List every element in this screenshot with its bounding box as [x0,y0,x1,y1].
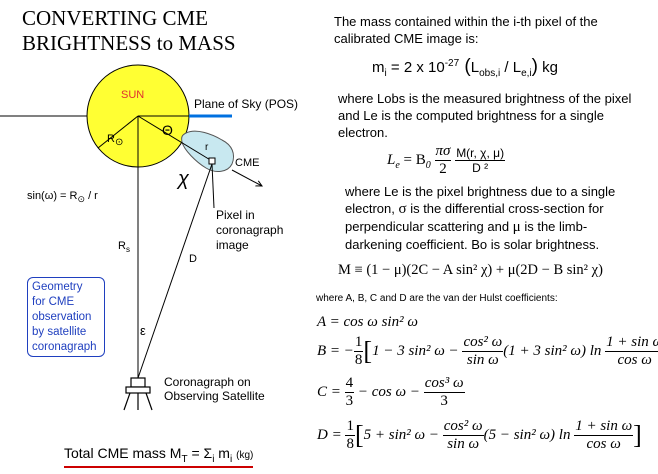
mass-equation: mi = 2 x 10-27 (Lobs,i / Le,i) kg [372,56,558,79]
theta-label: Θ [162,122,173,138]
title-line-2: BRIGHTNESS to MASS [22,31,236,55]
epsilon-label: ε [140,323,146,338]
sun-symbol: ⊙ [115,137,123,148]
observer-label: Coronagraph on Observing Satellite [164,375,265,403]
d-label: D [189,253,197,265]
intro-text: The mass contained within the i-th pixel… [334,14,598,46]
plane-of-sky-label: Plane of Sky (POS) [194,97,298,111]
sun-label: SUN [121,89,144,101]
d-line [137,163,213,379]
geometry-diagram: SUN Plane of Sky (POS) R⊙ Θ r CME χ Pixe… [0,64,298,411]
m-equation: M ≡ (1 − μ)(2C − A sin² χ) + μ(2D − B si… [338,262,603,278]
total-mass-formula: Total CME mass MT = Σi mi (kg) [64,445,254,468]
cme-direction-arrow [231,169,262,186]
van-der-hulst-text: where A, B, C and D are the van der Huls… [316,293,558,304]
para-lobs-le: where Lobs is the measured brightness of… [338,91,632,140]
pixel-leader-line [211,163,215,209]
page-title: CONVERTING CME BRIGHTNESS to MASS [22,6,236,56]
coronagraph-icon [123,377,153,411]
cme-shape [181,130,235,172]
sun-radius-label: R⊙ [107,133,123,148]
sin-omega-label: sin(ω) = R⊙ / r [27,190,98,204]
para-le-definition: where Le is the pixel brightness due to … [345,184,616,252]
a-equation: A = cos ω sin² ω [317,314,418,330]
rs-label: Rs [118,240,130,254]
sun-symbol-small: ⊙ [77,194,85,204]
pixel-label: Pixel in coronagraph image [216,208,287,252]
pixel-marker [208,157,216,165]
sun-radius-line [97,115,139,149]
chi-label: χ [176,168,190,190]
r-label: r [205,142,209,153]
geometry-box: Geometry for CME observation by satellit… [27,277,105,357]
cme-label: CME [235,157,259,169]
r-line [137,115,213,162]
title-line-1: CONVERTING CME [22,6,208,30]
